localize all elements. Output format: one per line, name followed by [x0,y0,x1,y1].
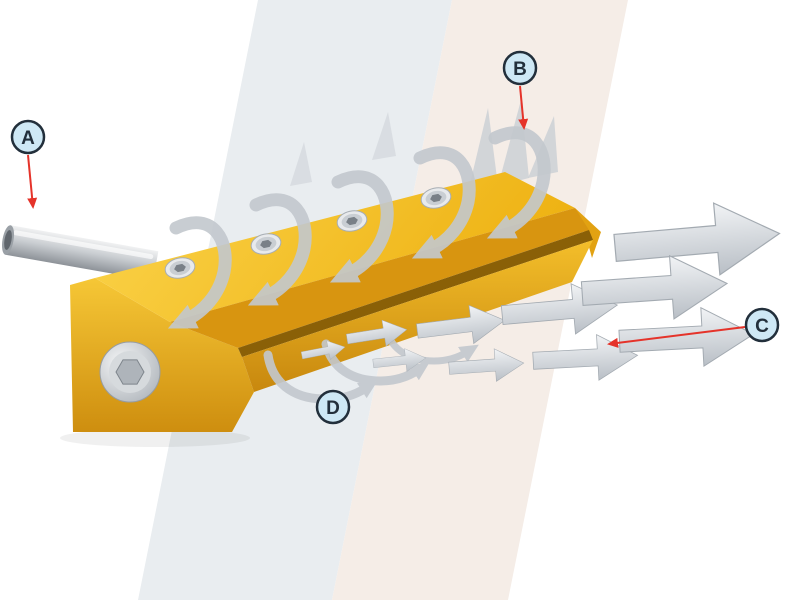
front-hex-screw [99,341,161,403]
body-shadow [60,429,250,447]
hex-socket-icon [260,239,272,249]
curved-flow-arrow [247,193,312,306]
socket-screw [164,257,196,279]
air-supply-tube [1,225,159,281]
hex-socket-icon [115,359,145,385]
air-spike [290,142,312,186]
callout-a-label: A [21,128,35,149]
curved-flow-arrow [329,170,394,283]
tube-opening [4,230,12,250]
callout-a: A [10,119,46,155]
callout-pointers [27,85,746,348]
curved-flow-arrow [486,126,551,239]
callout-a-pointer [27,154,38,209]
body-front-chamfer [170,208,589,348]
hex-socket-icon [430,193,442,203]
hex-socket-icon [346,216,358,226]
output-arrow [617,304,756,372]
hex-socket-icon [174,263,186,273]
callout-d: D [315,389,351,425]
airflow-over-top-arrows [167,126,551,329]
callout-b-pointer [518,85,529,130]
callout-b-circle [502,50,538,86]
curved-flow-arrow [321,339,430,386]
callout-c-label: C [755,316,769,337]
tube-highlight [13,230,154,260]
callout-c: C [744,307,780,343]
socket-screw [250,233,282,255]
callout-b: B [502,50,538,86]
air-outlet-slot [238,230,593,357]
air-spike [372,112,396,160]
top-socket-screws [164,187,452,279]
curved-flow-arrow [382,326,479,365]
callout-d-label: D [326,398,340,419]
callout-d-circle [315,389,351,425]
socket-screw [336,210,368,232]
curved-flow-arrow [411,146,476,259]
callout-labels: A B C D [10,50,780,425]
callout-b-label: B [513,59,527,80]
callout-c-pointer [607,326,746,348]
curved-flow-arrow [167,216,232,329]
callout-a-circle [10,119,46,155]
callout-c-circle [744,307,780,343]
socket-screw [420,187,452,209]
air-spike [468,108,498,192]
